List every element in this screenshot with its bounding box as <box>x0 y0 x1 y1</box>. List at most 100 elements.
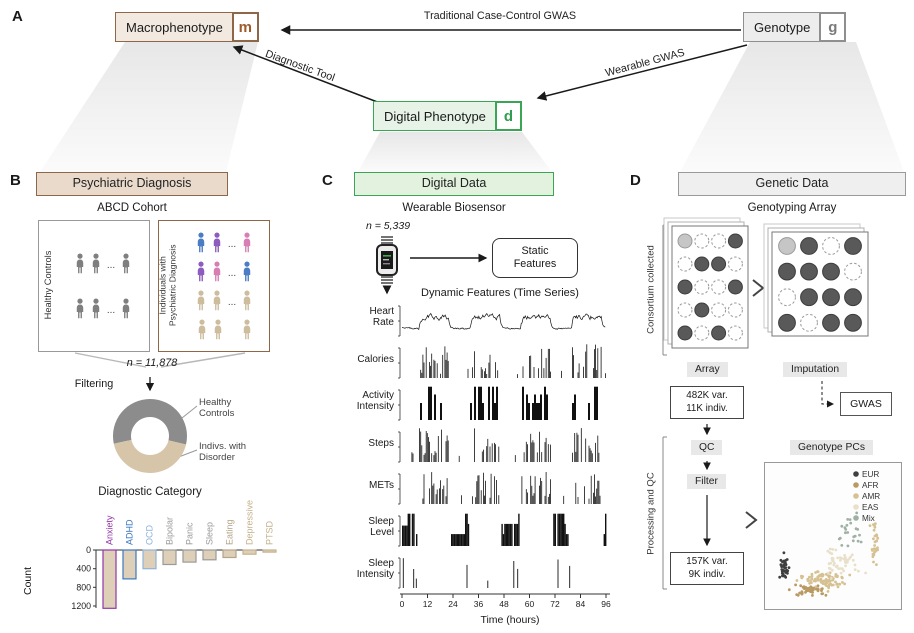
ellipsis: ... <box>227 297 237 308</box>
category-bar <box>142 549 157 570</box>
person-icon <box>213 232 221 253</box>
svg-text:12: 12 <box>423 599 433 609</box>
psychiatric-box-rotated-label: Individuals with Psychiatric Diagnosis <box>157 244 178 327</box>
bar-chart-ylabel: Count <box>22 566 34 596</box>
category-label: Bipolar <box>165 517 175 545</box>
person-row <box>182 319 266 340</box>
svg-text:EUR: EUR <box>862 470 879 479</box>
projection-beams <box>40 42 904 172</box>
category-bar <box>122 549 137 580</box>
svg-text:AMR: AMR <box>862 492 880 501</box>
legend-item: EAS <box>853 503 879 512</box>
genotyping-array-title: Genotyping Array <box>747 202 837 214</box>
category-label: ADHD <box>125 519 135 545</box>
series-label: Calories <box>357 354 394 365</box>
panel-b-letter: B <box>10 172 21 189</box>
qc-tag: QC <box>691 440 723 455</box>
time-series-row <box>398 386 598 421</box>
filtering-label: Filtering <box>74 378 114 390</box>
time-series-row <box>398 344 606 379</box>
donut-label-disorder: Indivs. with Disorder <box>199 441 246 464</box>
person-icon <box>197 232 205 253</box>
person-icon <box>92 298 100 319</box>
person-row: ... <box>58 253 148 274</box>
svg-text:24: 24 <box>448 599 458 609</box>
processing-qc-label: Processing and QC <box>645 472 657 555</box>
time-series-row <box>398 513 607 547</box>
digital-phenotype-node: Digital Phenotype d <box>373 101 522 131</box>
svg-text:84: 84 <box>576 599 586 609</box>
svg-text:400: 400 <box>76 564 91 574</box>
filtered-stats-box: 157K var. 9K indiv. <box>670 552 744 586</box>
person-row: ... <box>182 232 266 253</box>
svg-text:48: 48 <box>499 599 509 609</box>
category-label: Sleep <box>205 522 215 545</box>
person-icon <box>243 261 251 282</box>
ellipsis: ... <box>106 305 116 317</box>
person-row: ... <box>58 298 148 319</box>
person-icon <box>197 290 205 311</box>
svg-text:72: 72 <box>550 599 560 609</box>
series-label: Activity Intensity <box>356 390 394 413</box>
digital-data-header: Digital Data <box>354 172 554 196</box>
person-icon <box>122 298 130 319</box>
consortium-collected-label: Consortium collected <box>645 245 657 334</box>
static-features-box: Static Features <box>492 238 578 278</box>
panelA-arrows <box>232 25 748 104</box>
category-bar <box>182 549 197 563</box>
genotype-label: Genotype <box>743 12 822 42</box>
category-bar <box>102 549 117 609</box>
gwas-box: GWAS <box>840 392 892 416</box>
digital-phenotype-label: Digital Phenotype <box>373 101 497 131</box>
ellipsis: ... <box>106 259 116 271</box>
svg-text:1200: 1200 <box>71 601 91 611</box>
panel-c-letter: C <box>322 172 333 189</box>
person-icon <box>92 253 100 273</box>
category-label: Depressive <box>245 500 255 545</box>
category-label: Anxiety <box>105 515 115 545</box>
array-grid <box>663 217 749 349</box>
series-label: Sleep Intensity <box>356 558 394 581</box>
series-label: Steps <box>368 438 394 449</box>
healthy-persons-group: ...... <box>58 228 148 344</box>
time-axis-label: Time (hours) <box>480 614 540 626</box>
person-icon <box>198 319 205 340</box>
time-series-row <box>398 428 600 463</box>
diagnostic-category-title: Diagnostic Category <box>98 486 202 498</box>
macrophenotype-label: Macrophenotype <box>115 12 234 42</box>
donut-segment <box>113 398 188 445</box>
genotype-node: Genotype g <box>743 12 847 42</box>
psychiatric-persons-group: ......... <box>182 224 266 348</box>
abcd-cohort-title: ABCD Cohort <box>97 202 167 214</box>
svg-text:60: 60 <box>525 599 535 609</box>
panelC-arrows <box>382 253 488 295</box>
person-icon <box>122 253 130 273</box>
cohort-n-total: n = 11,878 <box>126 357 178 369</box>
panel-d-letter: D <box>630 172 641 189</box>
dynamic-features-title: Dynamic Features (Time Series) <box>421 287 579 299</box>
donut-segment <box>113 439 187 473</box>
person-icon <box>243 232 251 253</box>
diagnosis-donut-chart <box>113 398 188 473</box>
smartwatch-icon <box>376 236 398 284</box>
category-bar <box>222 549 237 559</box>
svg-text:800: 800 <box>76 582 91 592</box>
legend-item: EUR <box>853 470 879 479</box>
legend-item: AMR <box>853 492 880 501</box>
category-label: Eating <box>225 519 235 545</box>
person-icon <box>76 253 84 273</box>
series-label: Sleep Level <box>368 516 394 539</box>
category-bar <box>262 549 277 553</box>
genotype-pcs-tag: Genotype PCs <box>790 440 873 455</box>
svg-text:Mix: Mix <box>862 514 875 523</box>
arrow-label-case-control-gwas: Traditional Case-Control GWAS <box>423 10 577 22</box>
svg-text:0: 0 <box>86 545 91 555</box>
category-bar <box>202 549 217 561</box>
macrophenotype-node: Macrophenotype m <box>115 12 259 42</box>
legend-item: Mix <box>853 514 875 523</box>
genetic-data-header: Genetic Data <box>678 172 906 196</box>
person-icon <box>197 261 205 282</box>
wearable-biosensor-title: Wearable Biosensor <box>402 202 506 214</box>
